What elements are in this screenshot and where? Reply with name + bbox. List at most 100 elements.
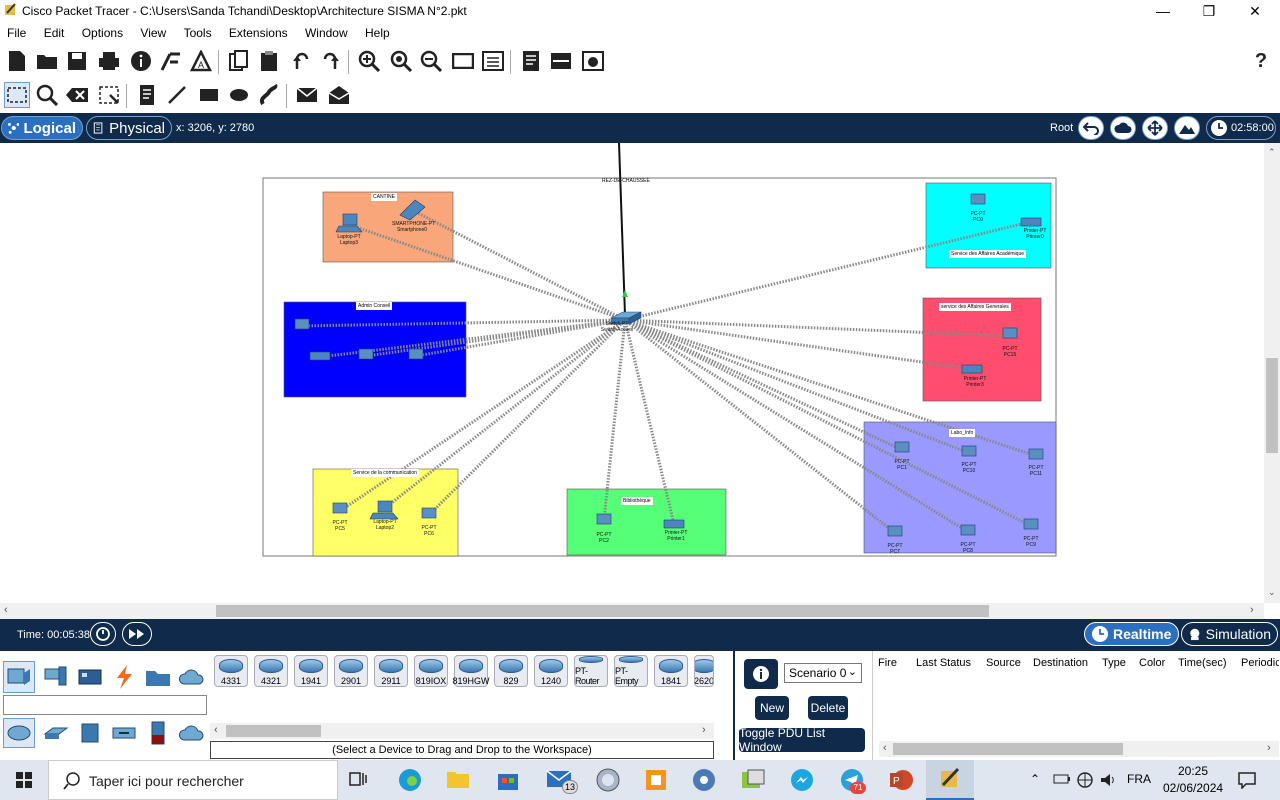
- device-2620[interactable]: 2620: [694, 655, 714, 687]
- notes-icon[interactable]: [518, 48, 544, 74]
- cable-pc7[interactable]: [624, 318, 896, 535]
- notifications-icon[interactable]: [1237, 771, 1257, 792]
- cable-pc8[interactable]: [624, 318, 969, 534]
- laptop3-screen[interactable]: [342, 213, 358, 226]
- cable-laptop3[interactable]: [349, 223, 626, 322]
- cable-smartphone0[interactable]: [411, 208, 626, 322]
- subcategory-wan-emulation-icon[interactable]: [176, 718, 208, 748]
- ipc-icon[interactable]: [548, 48, 574, 74]
- pdu-scroll-left-icon[interactable]: ‹: [883, 742, 887, 754]
- device-819hgw[interactable]: 819HGW: [453, 655, 490, 687]
- custom-device-dialog-icon[interactable]: [480, 48, 506, 74]
- save-icon[interactable]: [64, 48, 90, 74]
- battery-icon[interactable]: [1053, 772, 1071, 789]
- scenario-select[interactable]: Scenario 0 ⌄: [784, 663, 862, 683]
- device-4331[interactable]: 4331: [214, 655, 248, 687]
- laptop3-icon[interactable]: [335, 225, 363, 233]
- complex-pdu-icon[interactable]: [326, 82, 352, 108]
- close-button[interactable]: ✕: [1249, 3, 1261, 19]
- delete-scenario-button[interactable]: Delete: [808, 696, 848, 720]
- subcategory-routers-icon[interactable]: [3, 718, 35, 748]
- fast-forward-icon[interactable]: [122, 622, 152, 646]
- background-image-icon[interactable]: [1174, 116, 1200, 140]
- clock-viewport-button[interactable]: 02:58:00: [1206, 116, 1276, 140]
- device-scroll-thumb[interactable]: [226, 725, 321, 737]
- device-829[interactable]: 829: [494, 655, 528, 687]
- category-components-icon[interactable]: [74, 661, 106, 693]
- menu-view[interactable]: View: [140, 26, 167, 40]
- cable-pc9[interactable]: [624, 318, 1032, 528]
- subcategory-wireless-icon[interactable]: [108, 718, 140, 748]
- store-icon[interactable]: [496, 768, 520, 795]
- device-2911[interactable]: 2911: [374, 655, 408, 687]
- cable-pc5[interactable]: [339, 318, 626, 513]
- uplink-cable[interactable]: [618, 143, 626, 316]
- globe-app-icon[interactable]: [596, 768, 620, 795]
- language-indicator[interactable]: FRA: [1127, 772, 1151, 786]
- menu-tools[interactable]: Tools: [183, 26, 212, 40]
- zoom-in-icon[interactable]: [356, 48, 382, 74]
- chrome-app-icon[interactable]: [692, 768, 716, 795]
- device-2901[interactable]: 2901: [334, 655, 368, 687]
- subcategory-security-icon[interactable]: [142, 718, 174, 748]
- open-folder-icon[interactable]: [34, 48, 60, 74]
- admin-pc-b-icon[interactable]: [358, 348, 374, 360]
- device-4321[interactable]: 4321: [254, 655, 288, 687]
- drawing-palette-icon[interactable]: [450, 48, 476, 74]
- redo-icon[interactable]: [318, 48, 344, 74]
- cable-pc6[interactable]: [427, 318, 627, 517]
- pc15-icon[interactable]: [1002, 327, 1018, 339]
- pc6-icon[interactable]: [421, 507, 437, 519]
- device-pt-router[interactable]: PT-Router: [574, 655, 608, 687]
- switch-accueil[interactable]: [610, 311, 642, 325]
- category-miscellaneous-icon[interactable]: [142, 661, 174, 693]
- print-icon[interactable]: [96, 48, 122, 74]
- simple-pdu-icon[interactable]: [294, 82, 320, 108]
- network-globe-icon[interactable]: [1076, 771, 1094, 792]
- menu-options[interactable]: Options: [81, 26, 124, 40]
- category-network-devices-icon[interactable]: [3, 661, 35, 693]
- printer3-icon[interactable]: [961, 364, 983, 374]
- device-1841[interactable]: 1841: [654, 655, 688, 687]
- subcategory-switches-icon[interactable]: [40, 718, 72, 748]
- cable-pc2[interactable]: [602, 319, 627, 521]
- network-info-icon[interactable]: [158, 48, 184, 74]
- cloud-add-icon[interactable]: [1110, 116, 1136, 140]
- messenger-app-icon[interactable]: [790, 768, 814, 795]
- device-list-scrollbar[interactable]: ‹ ›: [210, 723, 714, 739]
- menu-window[interactable]: Window: [304, 26, 348, 40]
- toggle-pdu-list-button[interactable]: Toggle PDU List Window: [739, 726, 865, 754]
- packet-tracer-taskbar-icon[interactable]: [926, 760, 974, 800]
- menu-edit[interactable]: Edit: [43, 26, 65, 40]
- powerpoint-app-icon[interactable]: P: [888, 768, 914, 795]
- pc2-icon[interactable]: [596, 513, 612, 525]
- draw-line-icon[interactable]: [164, 82, 190, 108]
- pdu-scroll-thumb[interactable]: [893, 743, 1123, 755]
- logical-view-button[interactable]: Logical: [1, 116, 83, 140]
- laptop2-icon[interactable]: [369, 512, 399, 520]
- place-note-icon[interactable]: [134, 82, 160, 108]
- cable-admin-pc-c[interactable]: [415, 318, 626, 358]
- taskbar-search-box[interactable]: Taper ici pour rechercher: [48, 760, 338, 800]
- realtime-mode-button[interactable]: Realtime: [1084, 622, 1179, 646]
- category-end-devices-icon[interactable]: [40, 661, 72, 693]
- pc1-icon[interactable]: [894, 441, 910, 453]
- office-app-icon[interactable]: [644, 768, 668, 795]
- move-viewport-icon[interactable]: [1142, 116, 1168, 140]
- pc9-icon[interactable]: [1023, 518, 1039, 530]
- device-1240[interactable]: 1240: [534, 655, 568, 687]
- logical-workspace[interactable]: REZ-DE-CHAUSSEE CANTINE Admin Conseil Se…: [0, 143, 1264, 603]
- inspect-icon[interactable]: [34, 82, 60, 108]
- volume-icon[interactable]: [1099, 771, 1117, 792]
- maximize-button[interactable]: ❐: [1202, 3, 1216, 19]
- admin-pc-c-icon[interactable]: [408, 348, 424, 360]
- physical-view-button[interactable]: Physical: [86, 116, 172, 140]
- device-pt-empty[interactable]: PT-Empty: [614, 655, 648, 687]
- smartphone0-icon[interactable]: [399, 199, 426, 221]
- pdu-table-scrollbar[interactable]: ‹ ›: [879, 741, 1279, 757]
- draw-ellipse-icon[interactable]: [226, 82, 252, 108]
- device-scroll-left-icon[interactable]: ‹: [214, 724, 218, 736]
- cable-pc10[interactable]: [624, 318, 970, 455]
- laptop2-screen[interactable]: [377, 500, 393, 513]
- menu-file[interactable]: File: [7, 26, 27, 40]
